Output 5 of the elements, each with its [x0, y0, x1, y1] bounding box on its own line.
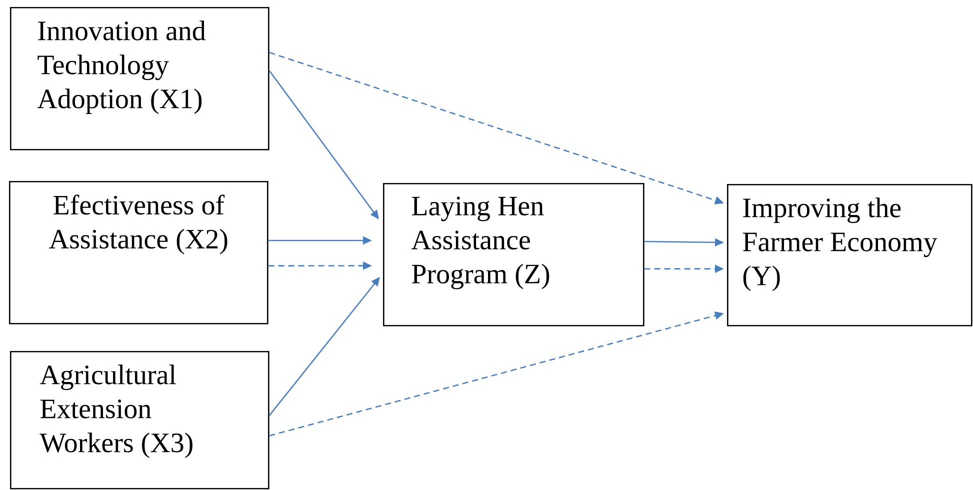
variable-box: Agricultural Extension Workers (X3)	[10, 351, 270, 490]
variable-box: Efectiveness of Assistance (X2)	[9, 181, 268, 324]
variable-box: Laying Hen Assistance Program (Z)	[383, 183, 644, 326]
variable-box: Improving the Farmer Economy (Y)	[727, 184, 972, 326]
variable-box: Innovation and Technology Adoption (X1)	[10, 7, 270, 150]
